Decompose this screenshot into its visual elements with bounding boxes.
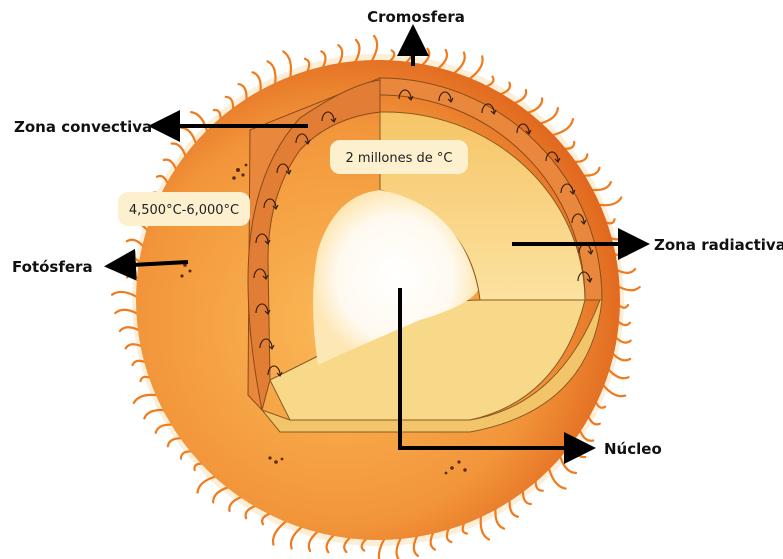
zona-radiactiva-label: Zona radiactiva [654, 236, 783, 254]
zona-convectiva-label: Zona convectiva [14, 118, 152, 136]
surface-temp-label: 4,500°C-6,000°C [129, 203, 239, 218]
nucleo-label: Núcleo [604, 440, 662, 458]
cromosfera-label: Cromosfera [367, 8, 465, 26]
interior-temp-label: 2 millones de °C [346, 151, 453, 166]
fotosfera-label: Fotósfera [12, 258, 93, 276]
